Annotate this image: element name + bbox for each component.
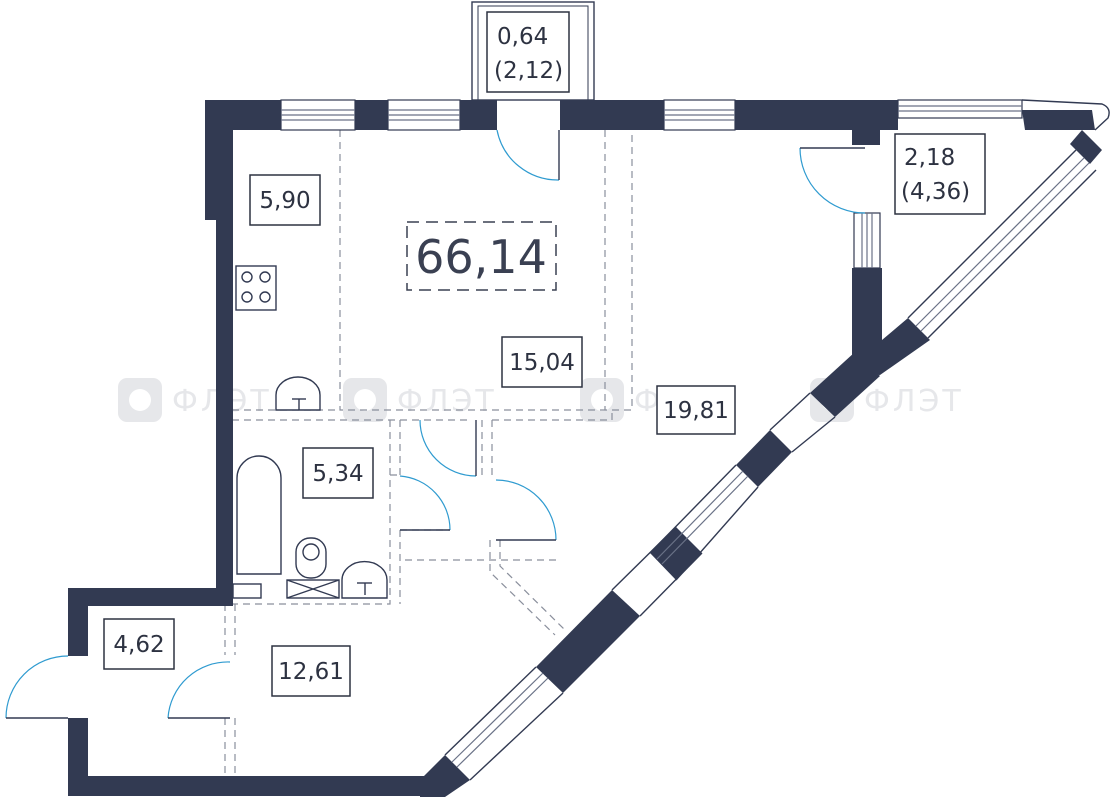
- wall-top-4: [560, 100, 664, 130]
- doors: [5, 129, 866, 719]
- wall-bottom: [68, 776, 440, 796]
- window-top-3: [663, 99, 736, 131]
- wall-top-2: [355, 100, 388, 130]
- bathtub-icon: [236, 455, 282, 575]
- door-bathroom-swing: [399, 475, 451, 531]
- room-label-living-room: 15,04: [501, 336, 583, 388]
- stove-icon: [235, 265, 277, 311]
- window-top-1: [280, 99, 356, 131]
- window-balcony-partition: [853, 212, 881, 269]
- wall-top-3: [460, 100, 497, 130]
- wall-diagonal-4: [650, 527, 702, 580]
- watermark-text-2: ФЛЭТ: [397, 384, 497, 419]
- watermark-logo-2: ФЛЭТ: [343, 378, 497, 422]
- room-label-kitchen: 5,90: [249, 174, 321, 226]
- wall-diagonal-3: [736, 430, 792, 487]
- room-label-balcony-right: 2,18 (4,36): [894, 133, 986, 215]
- room-area-alt-balcony-right: (4,36): [901, 179, 970, 205]
- wall-entrance-left-lower: [68, 718, 88, 796]
- sink-kitchen-icon: [275, 376, 321, 411]
- watermark-logo-1: ФЛЭТ: [118, 378, 269, 422]
- toilet-icon: [295, 537, 327, 579]
- total-area-value: 66,14: [415, 230, 547, 284]
- room-area-alt-balcony-top: (2,12): [494, 58, 563, 84]
- window-diagonal-2: [769, 392, 836, 453]
- room-label-entrance: 4,62: [103, 618, 175, 670]
- door-bedroom-swing: [495, 479, 557, 541]
- wall-diagonal-2: [810, 352, 880, 417]
- room-area-bathroom: 5,34: [312, 461, 363, 487]
- wall-left-middle: [216, 220, 233, 605]
- room-area-balcony-top: 0,64: [497, 24, 548, 50]
- room-area-bedroom: 19,81: [663, 398, 729, 424]
- window-top-4: [897, 99, 1110, 131]
- room-label-bedroom: 19,81: [656, 385, 736, 435]
- wall-diagonal-5: [536, 590, 640, 693]
- room-area-kitchen: 5,90: [259, 188, 310, 214]
- wall-diagonal-node: [852, 318, 930, 375]
- wall-balcony-partition-top: [852, 100, 880, 145]
- door-balcony-top-swing: [496, 129, 560, 181]
- room-area-entrance: 4,62: [113, 632, 164, 658]
- room-label-bathroom: 5,34: [302, 447, 374, 499]
- door-entrance-swing: [5, 655, 69, 719]
- sink-bathroom-icon: [341, 560, 388, 599]
- door-hallway-swing: [167, 661, 231, 719]
- window-diagonal-1: [907, 149, 1097, 339]
- wall-corner-right: [1022, 110, 1095, 130]
- window-diagonal-4: [611, 526, 703, 617]
- room-area-balcony-right: 2,18: [904, 145, 955, 171]
- wall-entrance-top: [68, 588, 233, 606]
- room-label-hallway: 12,61: [271, 645, 351, 697]
- room-label-balcony-top: 0,64 (2,12): [486, 11, 570, 93]
- door-balcony-right-swing: [799, 147, 866, 214]
- room-area-hallway: 12,61: [278, 659, 344, 685]
- zone-dividers: [224, 130, 633, 780]
- wall-diagonal-top: [1070, 130, 1102, 164]
- fixtures: [235, 265, 388, 599]
- windows: [280, 99, 1110, 781]
- vent-shaft: [232, 583, 262, 599]
- window-diagonal-5: [444, 666, 564, 781]
- wall-top-1: [205, 100, 281, 130]
- watermark-text-4: ФЛЭТ: [864, 384, 964, 419]
- window-top-2: [387, 99, 461, 131]
- total-area: 66,14: [406, 221, 557, 291]
- door-living-swing: [419, 419, 477, 477]
- room-area-living-room: 15,04: [509, 350, 575, 376]
- washing-machine-icon: [286, 579, 340, 599]
- wall-balcony-partition-bottom: [852, 268, 882, 346]
